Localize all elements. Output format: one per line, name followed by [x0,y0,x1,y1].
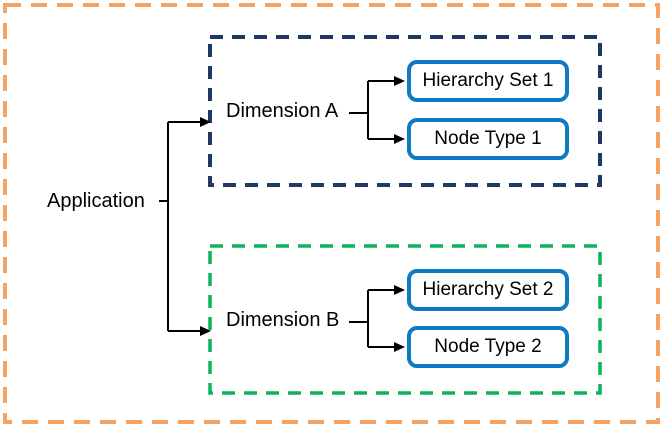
arrowhead-to-dimension-a [200,117,211,127]
dimension-b-group-box [208,244,602,395]
connector-lines [159,80,395,348]
hierarchy-set-2-node: Hierarchy Set 2 [407,269,569,311]
arrowhead-to-hierarchy-set-1 [394,76,405,86]
arrowhead-to-dimension-b [200,326,211,336]
application-label: Application [47,190,145,212]
arrowhead-to-node-type-1 [394,134,405,144]
node-type-1-node: Node Type 1 [407,118,569,160]
outer-dashed-border [3,3,660,424]
arrowhead-to-node-type-2 [394,342,405,352]
dimension-a-group-box [208,35,602,187]
node-type-2-node: Node Type 2 [407,326,569,368]
dimension-b-label: Dimension B [226,309,340,331]
dimension-a-label: Dimension A [226,100,339,122]
hierarchy-set-1-node: Hierarchy Set 1 [407,60,569,102]
arrowhead-to-hierarchy-set-2 [394,285,405,295]
